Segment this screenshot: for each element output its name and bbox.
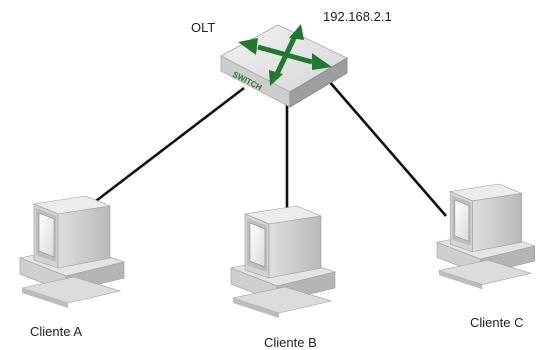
ip-address-label: 192.168.2.1 [323,9,392,24]
client-c-label: Cliente C [470,315,524,330]
client-a-label: Cliente A [30,324,83,339]
client-a-computer-icon [19,195,125,309]
client-b-label: Cliente B [264,335,317,350]
client-c-computer-icon [436,183,536,290]
olt-switch-icon: SWITCH [220,24,348,108]
link-to-client-c [327,79,447,217]
client-b-computer-icon [230,205,336,319]
link-to-client-a [91,86,245,206]
olt-label: OLT [191,20,216,35]
